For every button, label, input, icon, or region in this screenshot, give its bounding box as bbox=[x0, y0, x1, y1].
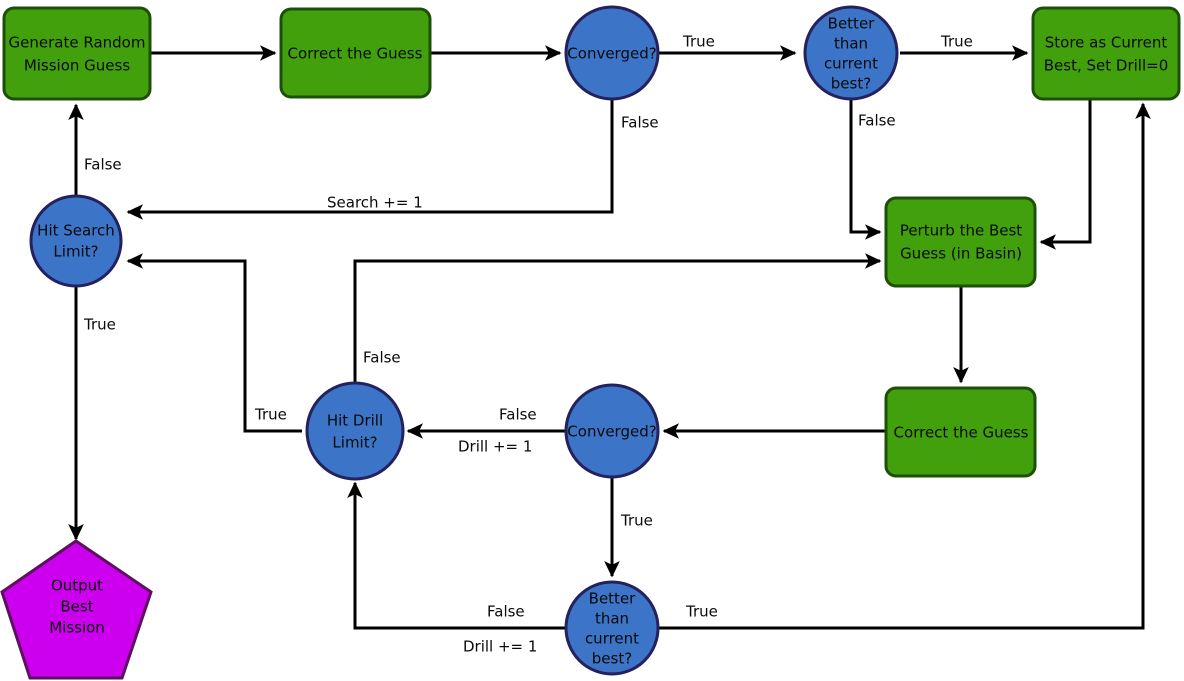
node-label-line: Limit? bbox=[53, 243, 98, 261]
node-converged-bottom[interactable]: Converged? bbox=[564, 383, 660, 479]
node-shape-rounded-rect[interactable] bbox=[2, 6, 152, 101]
node-shape-rounded-rect[interactable] bbox=[884, 196, 1037, 288]
edge-label-converged-bottom-true: True bbox=[620, 512, 653, 530]
node-better-than-current-best-bottom[interactable]: Better than current best? bbox=[564, 580, 660, 676]
node-hit-drill-limit[interactable]: Hit Drill Limit? bbox=[305, 381, 405, 481]
node-label-line: Store as Current bbox=[1045, 34, 1168, 52]
node-label-line: current bbox=[824, 55, 878, 73]
node-label-line: Hit Search bbox=[37, 222, 115, 240]
node-shape-circle[interactable] bbox=[305, 381, 405, 481]
node-better-than-current-best-top[interactable]: Better than current best? bbox=[803, 5, 899, 101]
node-generate-random-mission-guess[interactable]: Generate Random Mission Guess bbox=[2, 6, 152, 101]
node-label-line: Best bbox=[60, 598, 93, 616]
edge-hit-drill-limit-false-to-perturb bbox=[353, 253, 882, 385]
node-label-line: Converged? bbox=[567, 45, 656, 63]
node-label-line: Best, Set Drill=0 bbox=[1044, 57, 1168, 75]
node-shape-rounded-rect[interactable] bbox=[1031, 6, 1181, 101]
node-label-line: Guess (in Basin) bbox=[900, 245, 1022, 263]
nodes-layer: Generate Random Mission Guess Correct th… bbox=[0, 5, 1181, 680]
edge-label-converged-top-false: False bbox=[621, 114, 659, 132]
node-label-line: Generate Random bbox=[9, 34, 146, 52]
edge-label-search-increment: Search += 1 bbox=[327, 194, 423, 212]
node-label-line: Correct the Guess bbox=[288, 45, 423, 63]
node-store-as-current-best[interactable]: Store as Current Best, Set Drill=0 bbox=[1031, 6, 1181, 101]
edge-label-hit-drill-false: False bbox=[363, 349, 401, 367]
node-label-line: Perturb the Best bbox=[900, 222, 1022, 240]
edge-store-best-to-perturb bbox=[1039, 98, 1092, 250]
node-shape-circle[interactable] bbox=[564, 5, 660, 101]
edge-better-bottom-true-to-store-best bbox=[659, 102, 1151, 630]
node-correct-the-guess-bottom[interactable]: Correct the Guess bbox=[884, 386, 1037, 478]
node-label-line: Mission bbox=[49, 619, 105, 637]
node-label-line: Better bbox=[828, 15, 876, 33]
node-label-line: Better bbox=[589, 590, 637, 608]
node-shape-rounded-rect[interactable] bbox=[279, 7, 432, 99]
edge-converged-top-false-to-hit-search-limit bbox=[126, 99, 614, 220]
edge-labels-layer: True False True False Search += 1 False … bbox=[83, 33, 973, 656]
edge-better-bottom-false-to-hit-drill-limit bbox=[347, 481, 566, 630]
node-label-line: Converged? bbox=[567, 423, 656, 441]
node-label-line: Mission Guess bbox=[24, 57, 131, 75]
node-label-line: Hit Drill bbox=[327, 412, 383, 430]
edge-better-top-false-to-perturb bbox=[849, 99, 882, 240]
node-label-line: best? bbox=[831, 75, 871, 93]
node-label-line: best? bbox=[592, 650, 632, 668]
node-label-line: current bbox=[585, 630, 639, 648]
node-label-line: Output bbox=[51, 577, 103, 595]
node-label-line: Correct the Guess bbox=[894, 424, 1029, 442]
node-hit-search-limit[interactable]: Hit Search Limit? bbox=[29, 194, 123, 288]
node-correct-the-guess-top[interactable]: Correct the Guess bbox=[279, 7, 432, 99]
edge-label-better-top-false: False bbox=[858, 112, 896, 130]
node-shape-circle[interactable] bbox=[564, 383, 660, 479]
edge-label-converged-bottom-false: False bbox=[499, 406, 537, 424]
node-label-line: than bbox=[834, 35, 868, 53]
node-shape-pentagon[interactable] bbox=[0, 539, 153, 680]
edge-label-converged-top-true: True bbox=[682, 33, 715, 51]
edge-label-hit-drill-true: True bbox=[254, 406, 287, 424]
node-label-line: than bbox=[595, 610, 629, 628]
edge-label-hit-search-false: False bbox=[84, 156, 122, 174]
edge-hit-drill-limit-true-to-hit-search-limit bbox=[126, 253, 302, 433]
edge-label-better-bottom-drill: Drill += 1 bbox=[463, 638, 537, 656]
node-label-line: Limit? bbox=[332, 434, 377, 452]
node-perturb-the-best-guess[interactable]: Perturb the Best Guess (in Basin) bbox=[884, 196, 1037, 288]
node-shape-circle[interactable] bbox=[29, 194, 123, 288]
node-converged-top[interactable]: Converged? bbox=[564, 5, 660, 101]
node-shape-circle[interactable] bbox=[803, 5, 899, 101]
edge-label-hit-search-true: True bbox=[83, 316, 116, 334]
edge-label-better-top-true: True bbox=[940, 33, 973, 51]
node-output-best-mission[interactable]: Output Best Mission bbox=[0, 539, 153, 680]
node-shape-rounded-rect[interactable] bbox=[884, 386, 1037, 478]
edge-label-converged-bottom-drill: Drill += 1 bbox=[458, 438, 532, 456]
edges-layer bbox=[68, 45, 1151, 630]
edge-label-better-bottom-true: True bbox=[685, 603, 718, 621]
node-shape-circle[interactable] bbox=[564, 580, 660, 676]
edge-label-better-bottom-false: False bbox=[487, 603, 525, 621]
